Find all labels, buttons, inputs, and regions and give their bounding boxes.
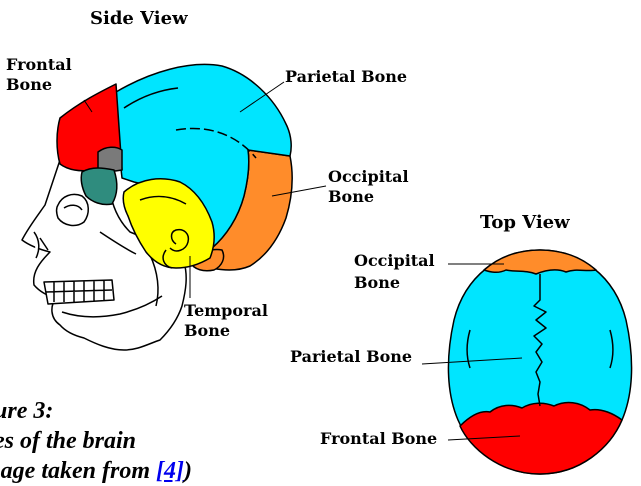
side-occipital-label-2: Bone [328,187,374,206]
side-view-title: Side View [90,8,188,29]
teeth [44,280,114,304]
side-parietal-label: Parietal Bone [285,67,407,86]
caption-line-2: bes of the brain [0,426,242,456]
side-temporal-label-2: Bone [184,321,230,340]
side-frontal-label-2: Bone [6,75,52,94]
top-parietal-label: Parietal Bone [290,347,412,366]
eye-socket [57,194,89,225]
top-occipital-label-1: Occipital [354,251,435,270]
figure-caption: gure 3: bes of the brain mage taken from… [0,396,242,486]
top-view-title: Top View [480,212,570,233]
caption-line-3: mage taken from [4]) [0,456,242,486]
caption-line-3-suffix: ) [184,458,192,484]
top-occipital-bone [484,250,596,274]
caption-line-1: gure 3: [0,396,242,426]
top-occipital-label-2: Bone [354,273,400,292]
side-temporal-label-1: Temporal [184,301,268,320]
caption-line-3-prefix: mage taken from [0,458,156,484]
top-frontal-label: Frontal Bone [320,429,437,448]
reference-link[interactable]: [4] [156,458,184,484]
side-occipital-label-1: Occipital [328,167,409,186]
top-view-skull [448,250,631,474]
side-frontal-label-1: Frontal [6,55,72,74]
